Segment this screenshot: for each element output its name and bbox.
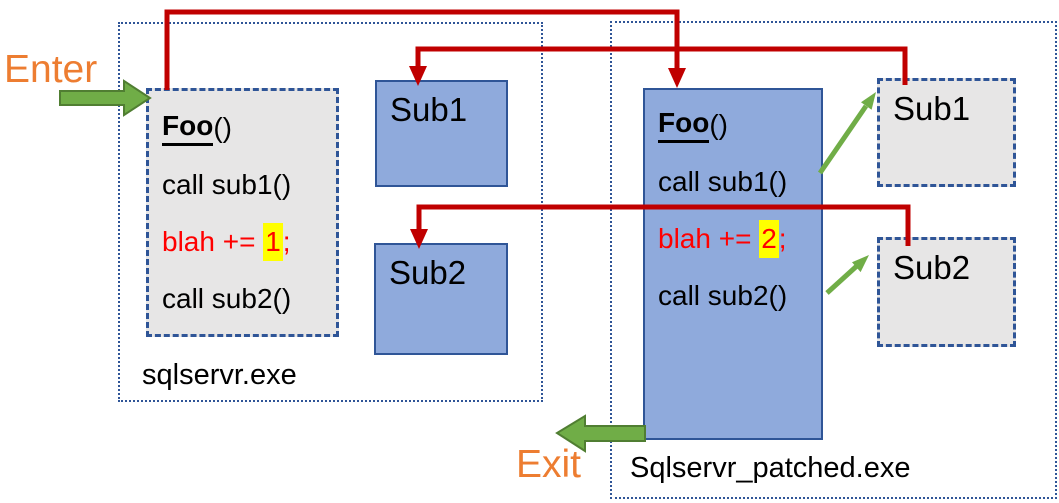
process-box-sqlservr-patched: Sqlservr_patched.exe <box>610 21 1057 499</box>
patch-code: blah += <box>658 222 760 254</box>
sub2-original-box: Sub2 <box>374 243 508 355</box>
foo-original-patch-line: blah += 1; <box>149 213 336 270</box>
sub1-stub-box: Sub1 <box>877 78 1016 187</box>
foo-original-box: Foo() call sub1() blah += 1; call sub2() <box>146 88 339 337</box>
process-name-sqlservr-patched: Sqlservr_patched.exe <box>630 452 911 484</box>
foo-patched-signature: Foo() <box>645 96 821 153</box>
foo-function-name: Foo <box>658 107 710 143</box>
foo-patched-patch-line: blah += 2; <box>645 210 821 267</box>
foo-original-signature: Foo() <box>149 99 336 156</box>
foo-patched-box: Foo() call sub1() blah += 2; call sub2() <box>643 88 823 440</box>
foo-patched-call-sub2: call sub2() <box>658 279 788 311</box>
foo-parens: () <box>213 111 232 143</box>
process-name-sqlservr: sqlservr.exe <box>142 359 297 391</box>
sub2-stub-box: Sub2 <box>877 237 1016 347</box>
patch-code: blah += <box>162 225 264 257</box>
sub1-original-box: Sub1 <box>375 80 508 187</box>
patch-value-highlight: 2 <box>759 219 779 258</box>
foo-patched-call-sub1: call sub1() <box>658 165 788 197</box>
exit-label: Exit <box>516 443 582 486</box>
patch-value-highlight: 1 <box>263 222 283 261</box>
foo-parens: () <box>709 108 728 140</box>
patch-semicolon: ; <box>282 225 291 257</box>
patch-semicolon: ; <box>778 222 787 254</box>
foo-original-call-sub2: call sub2() <box>162 282 292 314</box>
foo-function-name: Foo <box>162 110 214 146</box>
enter-label: Enter <box>4 48 98 91</box>
foo-original-call-sub1: call sub1() <box>162 168 292 200</box>
